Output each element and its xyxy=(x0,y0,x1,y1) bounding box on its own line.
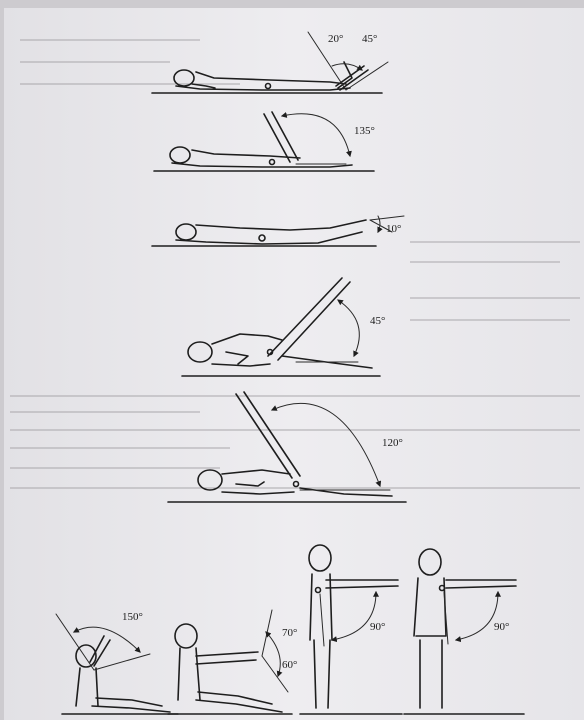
angle-label-hip-flexion-knee-extended: 120° xyxy=(382,437,403,449)
angle-label-trunk-flexion: 150° xyxy=(122,611,143,623)
book-page xyxy=(4,8,584,720)
angle-label-knee-flexion: 135° xyxy=(354,125,375,137)
angle-label-shoulder-abduction: 90° xyxy=(494,621,509,633)
angle-label-hip-flexion-knee-flexed: 45° xyxy=(370,315,385,327)
angle-label-shoulder-upper: 70° xyxy=(282,627,297,639)
angle-label-hip-hyperextension-knee-flexed: 45° xyxy=(362,33,377,45)
angle-label-hip-hyperextension-knee-extended: 20° xyxy=(328,33,343,45)
angle-label-hip-extension: 10° xyxy=(386,223,401,235)
angle-label-shoulder-flexion-standing: 90° xyxy=(370,621,385,633)
angle-label-shoulder-lower: 60° xyxy=(282,659,297,671)
